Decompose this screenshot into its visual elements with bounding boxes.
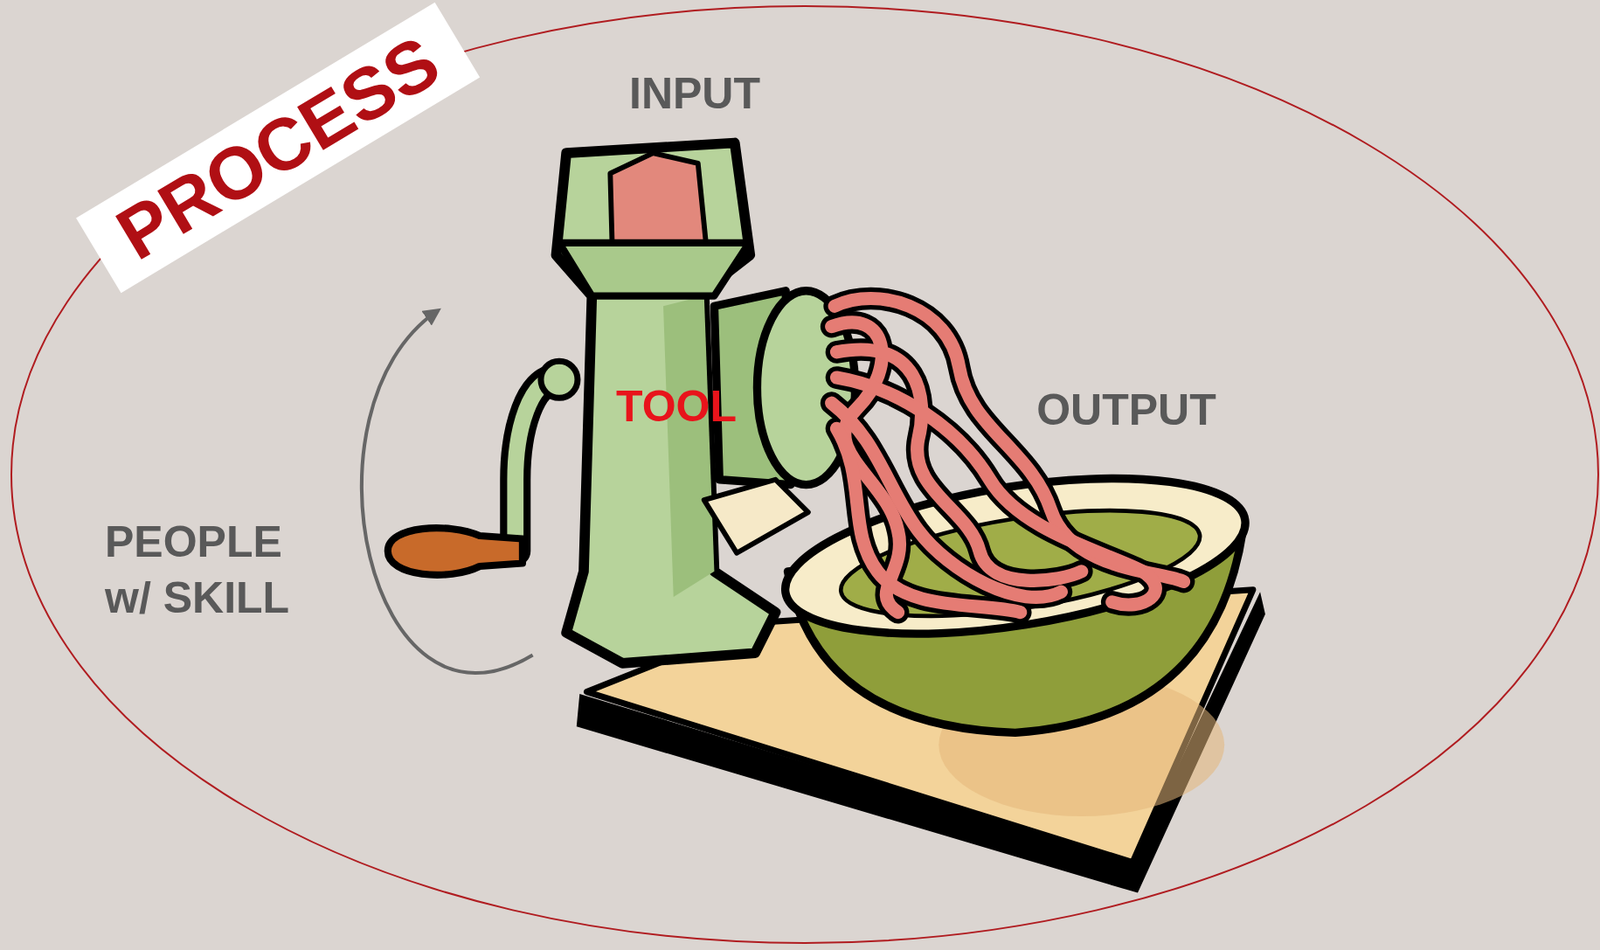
hopper-rim — [559, 242, 749, 297]
crank-hub — [540, 360, 578, 398]
crank-arm — [515, 379, 557, 551]
part-label: TOOL — [616, 378, 737, 435]
grinder-flange — [704, 479, 809, 554]
part-label: INPUT — [629, 65, 761, 122]
meat-strand-outlines — [831, 298, 1185, 613]
meat-strand — [834, 298, 1184, 582]
crank-outline — [515, 379, 557, 551]
meat-strand — [831, 402, 1062, 597]
meat-strands — [831, 298, 1185, 613]
process-heading: PROCESS — [76, 2, 480, 293]
grinder-shade — [663, 296, 714, 597]
meat-strand — [837, 428, 1021, 612]
part-label: PEOPLE w/ SKILL — [104, 513, 315, 626]
part-label: OUTPUT — [1036, 381, 1217, 438]
crank-handle — [387, 527, 523, 575]
rotation-arrow — [361, 311, 534, 673]
meat-input — [609, 152, 707, 250]
